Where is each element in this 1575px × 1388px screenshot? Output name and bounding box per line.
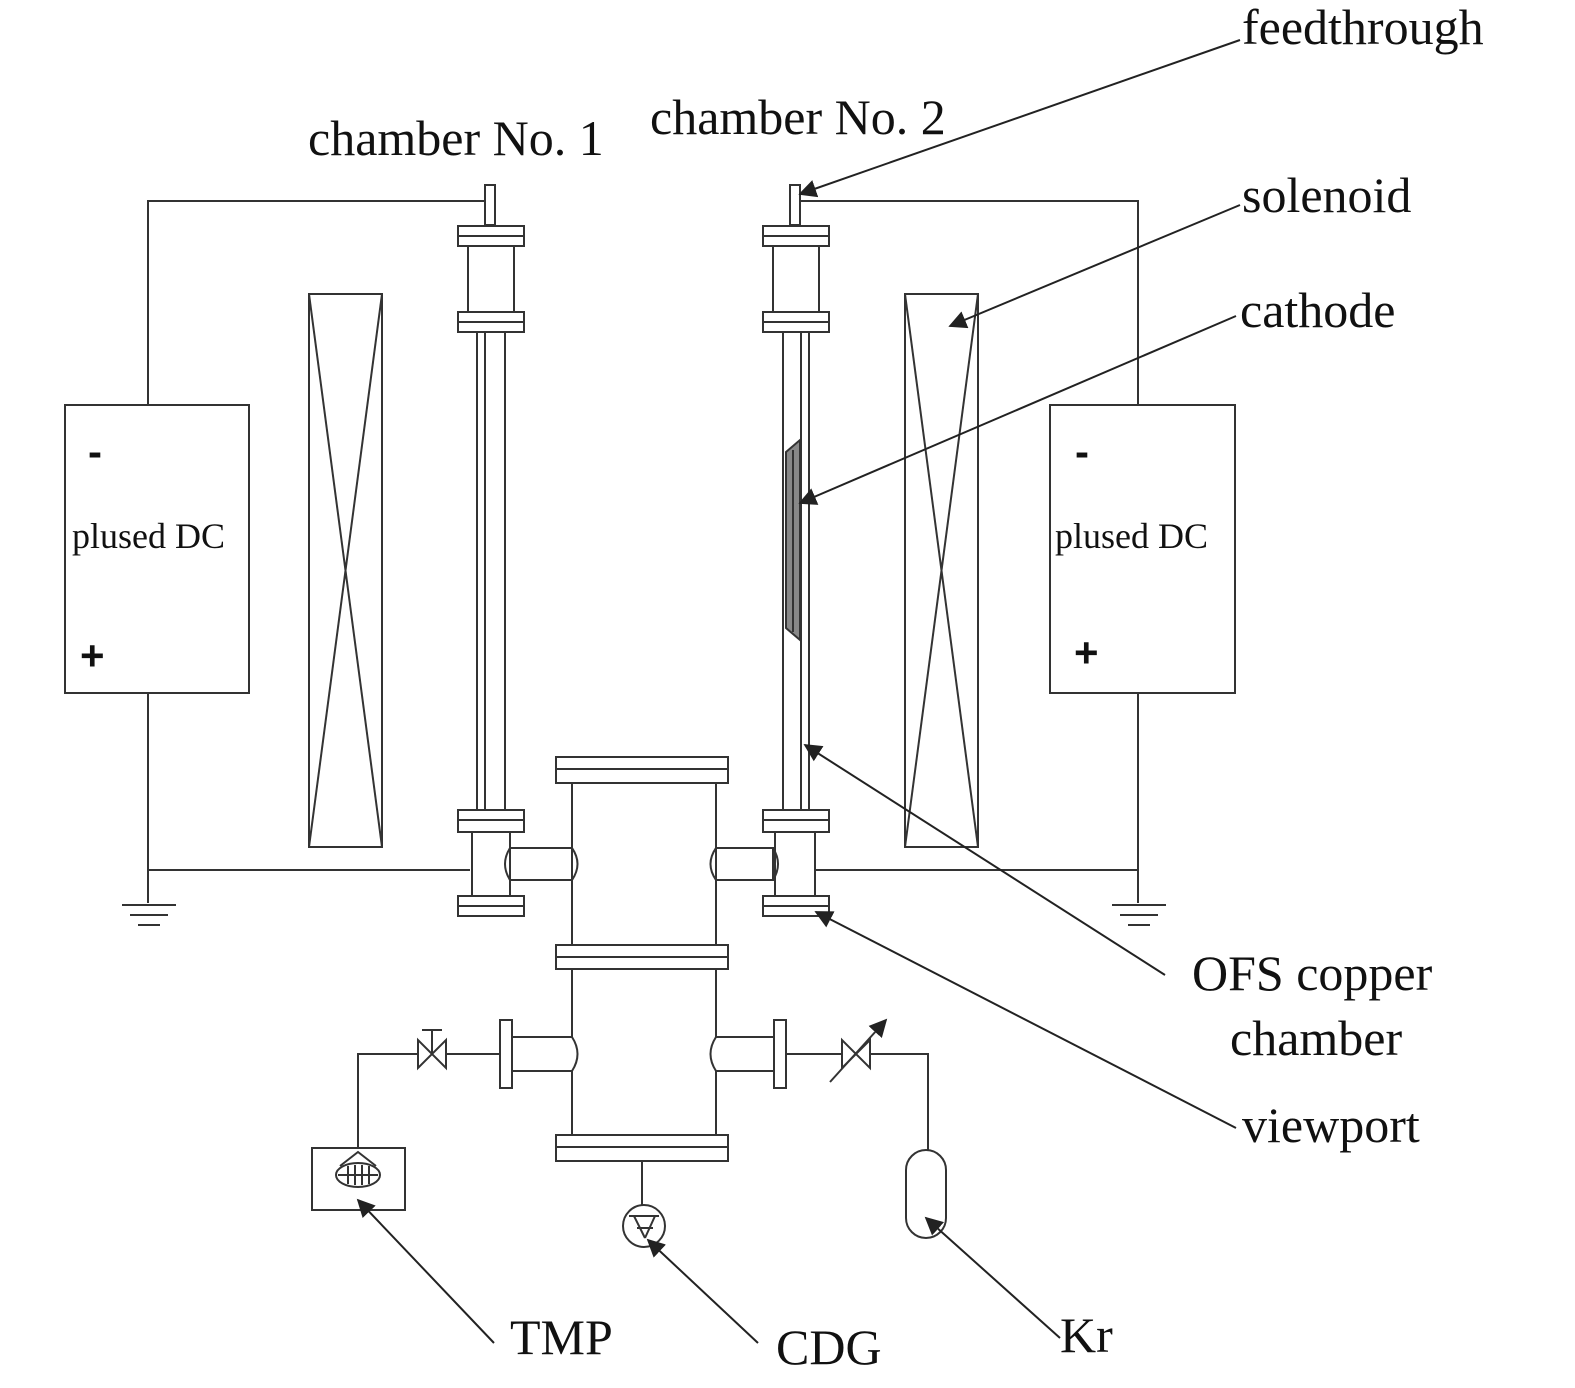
right-psu-minus: - <box>1075 428 1089 475</box>
right-pulsed-dc-supply: - plused DC + <box>1049 404 1236 694</box>
needle-valve-icon <box>829 1018 888 1083</box>
feedthrough-leader <box>798 39 1241 198</box>
kr-leader <box>924 1216 1061 1339</box>
left-solenoid <box>308 293 383 848</box>
chamber-2 <box>709 184 830 917</box>
kr-label: Kr <box>1060 1307 1113 1363</box>
viewport-flange <box>762 895 830 907</box>
chamber-2-label: chamber No. 2 <box>650 89 946 145</box>
viewport-label: viewport <box>1242 1097 1420 1153</box>
left-psu-minus: - <box>88 428 102 475</box>
labels: chamber No. 1 chamber No. 2 feedthrough … <box>308 0 1484 1375</box>
tmp-valve-icon <box>417 1029 447 1071</box>
right-gas-port <box>709 1018 929 1150</box>
left-pump-port <box>357 1019 579 1148</box>
ofs-leader <box>803 744 1166 976</box>
chamber-1-feedthrough <box>484 184 496 226</box>
chamber-2-feedthrough <box>789 184 801 226</box>
gauge-icon <box>629 1215 659 1239</box>
viewport-leader <box>814 911 1237 1129</box>
right-psu-label: plused DC <box>1055 516 1208 556</box>
cathode-leader <box>798 315 1237 505</box>
right-solenoid <box>904 293 979 848</box>
turbo-pump-icon <box>335 1150 381 1188</box>
left-port-flange <box>499 1019 513 1089</box>
solenoid-label: solenoid <box>1242 167 1411 223</box>
cathode-label: cathode <box>1240 282 1395 338</box>
chamber-1 <box>457 184 579 917</box>
leader-lines <box>356 39 1241 1344</box>
cdg-leader <box>646 1238 759 1344</box>
solenoid-leader <box>948 204 1241 329</box>
krypton-gas-bottle <box>905 1149 947 1239</box>
cdg-gauge <box>622 1161 666 1248</box>
cdg-label: CDG <box>776 1319 882 1375</box>
left-circuit <box>122 200 490 926</box>
right-circuit <box>800 200 1166 926</box>
right-port-flange <box>773 1019 787 1089</box>
left-pulsed-dc-supply: - plused DC + <box>64 404 250 694</box>
chamber-1-label: chamber No. 1 <box>308 110 604 166</box>
left-ground-icon <box>122 870 176 926</box>
central-vacuum-cross <box>555 756 729 1162</box>
left-psu-label: plused DC <box>72 516 225 556</box>
right-ground-icon <box>1112 870 1166 926</box>
tmp-label: TMP <box>510 1309 613 1365</box>
feedthrough-label: feedthrough <box>1242 0 1484 55</box>
chamber-1-tube <box>476 331 506 811</box>
right-psu-plus: + <box>1074 629 1099 676</box>
ofs-label-line1: OFS copper <box>1192 945 1433 1001</box>
left-psu-plus: + <box>80 632 105 679</box>
tmp-leader <box>356 1198 495 1344</box>
ofs-label-line2: chamber <box>1230 1010 1402 1066</box>
